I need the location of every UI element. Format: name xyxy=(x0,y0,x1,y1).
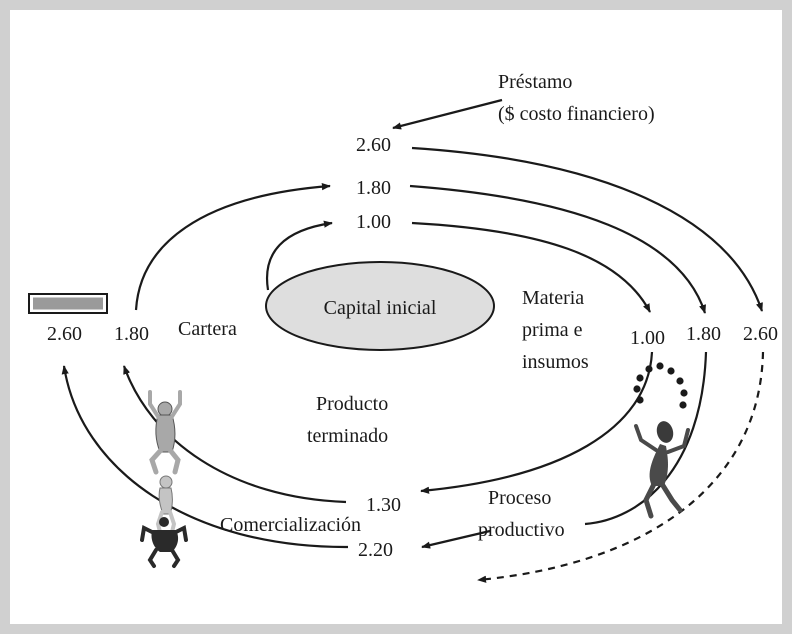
portfolio-label: Cartera xyxy=(178,318,237,340)
top-value-middle: 1.80 xyxy=(356,177,391,199)
finished-to-portfolio-arrow xyxy=(122,365,347,504)
right-value-middle: 1.80 xyxy=(686,323,721,345)
capital-to-inner-arrow xyxy=(265,220,333,291)
portfolio-to-middle-arrow xyxy=(134,183,331,311)
commercial-to-cash-arrow xyxy=(61,365,349,549)
middle-to-raw-arrow xyxy=(409,184,707,314)
juggler-figure-icon xyxy=(633,362,690,519)
outer-dashed-arrow xyxy=(477,351,765,583)
bottom-value-lower: 2.20 xyxy=(358,539,393,561)
raw-materials-line3: insumos xyxy=(522,351,589,373)
process-line2: productivo xyxy=(478,519,565,541)
top-value-outer: 2.60 xyxy=(356,134,391,156)
acrobat-stack-icon xyxy=(140,390,188,568)
left-value-inner: 1.80 xyxy=(114,323,149,345)
cash-bar-icon xyxy=(28,293,108,314)
outer-to-raw-arrow xyxy=(411,146,764,312)
finished-line1: Producto xyxy=(316,393,388,415)
capital-ellipse xyxy=(265,261,495,351)
inner-to-raw-arrow xyxy=(411,221,651,313)
left-value-outer: 2.60 xyxy=(47,323,82,345)
process-line1: Proceso xyxy=(488,487,551,509)
process-to-commercial-arrow xyxy=(421,529,491,549)
loan-label: Préstamo xyxy=(498,71,572,93)
raw-materials-line2: prima e xyxy=(522,319,583,341)
commercial-label: Comercialización xyxy=(220,514,361,536)
right-value-outer: 2.60 xyxy=(743,323,778,345)
right-value-inner: 1.00 xyxy=(630,327,665,349)
working-capital-cycle-diagram: Capital inicial Préstamo ($ costo financ… xyxy=(28,71,778,583)
loan-arrow xyxy=(392,98,503,130)
capital-label: Capital inicial xyxy=(324,297,437,319)
top-value-inner: 1.00 xyxy=(356,211,391,233)
finished-line2: terminado xyxy=(307,425,388,447)
raw-materials-line1: Materia xyxy=(522,287,584,309)
loan-cost-label: ($ costo financiero) xyxy=(498,103,655,125)
bottom-value-upper: 1.30 xyxy=(366,494,401,516)
raw-to-finished-arrow xyxy=(420,351,654,494)
